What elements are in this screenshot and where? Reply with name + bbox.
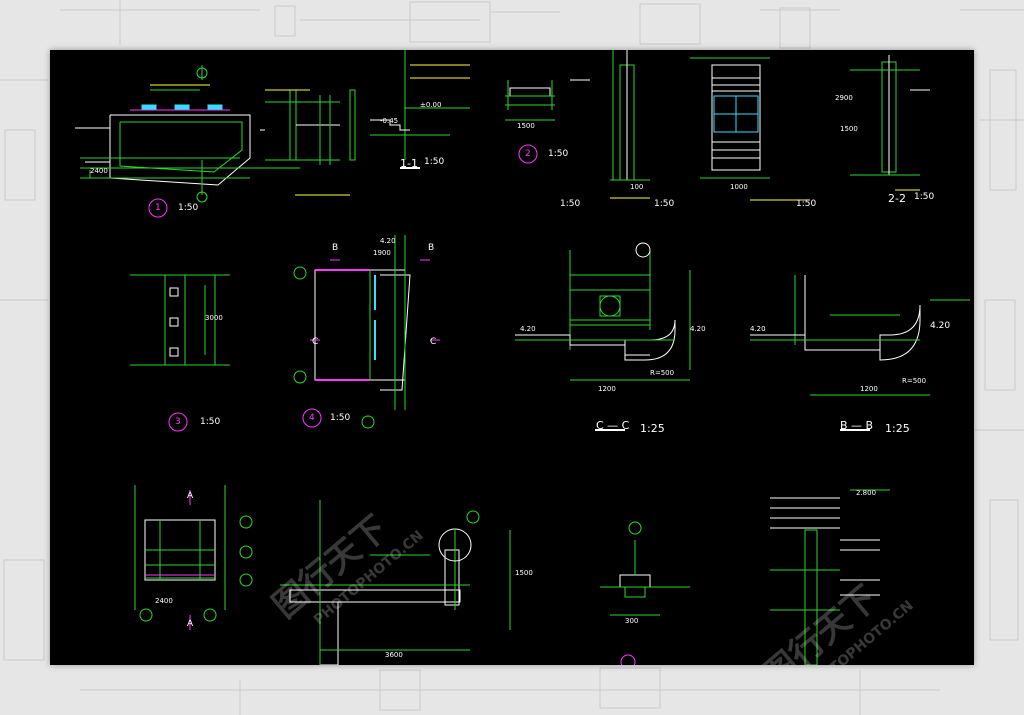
scale-label-section-1-1: 1:50 — [424, 157, 445, 167]
dim-label: 2400 — [90, 167, 108, 175]
scale-label-detail-3: 1:50 — [200, 417, 221, 427]
section-2-2 — [850, 55, 930, 191]
dim-label: 4.20 — [750, 325, 766, 333]
dim-label: R=500 — [650, 369, 675, 377]
detail-3-drawing — [130, 274, 230, 432]
callout-number-3: 3 — [175, 417, 181, 427]
scale-label-window-b: 1:50 — [654, 199, 675, 209]
dim-label: 4.20 — [380, 237, 396, 245]
dim-label: -0.45 — [380, 117, 399, 125]
callout-number-2: 2 — [525, 149, 531, 159]
dim-label: 1500 — [515, 569, 533, 577]
dim-label: 1200 — [598, 385, 616, 393]
window-elevation-b — [690, 57, 810, 201]
dim-label: 1000 — [730, 183, 748, 191]
detail-2-drawing — [505, 79, 590, 164]
section-b-b — [750, 275, 970, 431]
dim-label: 1500 — [840, 125, 858, 133]
dim-label: 4.20 — [520, 325, 536, 333]
axis-label-c-right: C — [430, 337, 437, 347]
section-title-b-b: B — B — [840, 419, 874, 432]
section-title-1-1: 1-1 — [400, 157, 418, 170]
dim-label: 100 — [630, 183, 644, 191]
detail-4-plan — [293, 235, 440, 429]
dim-label: 300 — [625, 617, 639, 625]
window-section-a — [610, 50, 650, 199]
axis-label-a-bottom: A — [187, 619, 194, 629]
scale-label-section-2-2: 1:50 — [914, 192, 935, 202]
cad-linework — [75, 50, 970, 665]
axis-label-c-left: C — [312, 337, 319, 347]
dim-label: 1200 — [860, 385, 878, 393]
dim-label: 4.20 — [690, 325, 706, 333]
axis-label-b-left: B — [332, 243, 339, 253]
detail-1-drawing — [75, 65, 251, 218]
dim-label: 3000 — [205, 314, 223, 322]
section-c-c — [515, 242, 691, 431]
scale-label-detail-1: 1:50 — [178, 203, 199, 213]
dim-label: 1900 — [373, 249, 391, 257]
scale-label-detail-2: 1:50 — [548, 149, 569, 159]
scale-label-detail-4: 1:50 — [330, 413, 351, 423]
section-1-1 — [370, 50, 470, 169]
dim-label: 2900 — [835, 94, 853, 102]
wall-section-bottom-right — [770, 489, 890, 665]
dim-label: 1500 — [517, 122, 535, 130]
dim-label: ±0.00 — [420, 101, 442, 109]
section-title-2-2: 2-2 — [888, 192, 906, 205]
dim-label: 3600 — [385, 651, 403, 659]
scale-label-section-c-c: 1:25 — [640, 422, 665, 435]
stair-section-top — [245, 89, 356, 196]
scale-label-section-b-b: 1:25 — [885, 422, 910, 435]
dim-label: 4.20 — [930, 321, 951, 331]
section-title-c-c: C — C — [596, 419, 630, 432]
axis-label-a-top: A — [187, 491, 194, 501]
dim-label: 2.800 — [856, 489, 877, 497]
canopy-section-bottom — [280, 500, 511, 665]
stair-plan-bottom-left — [134, 485, 253, 630]
curb-detail — [600, 521, 690, 665]
dim-label: R=500 — [902, 377, 927, 385]
callout-number-1: 1 — [155, 203, 161, 213]
axis-label-b-right: B — [428, 243, 435, 253]
scale-label-window-a: 1:50 — [560, 199, 581, 209]
callout-number-4: 4 — [309, 413, 315, 423]
scale-label-window-c: 1:50 — [796, 199, 817, 209]
dim-label: 2400 — [155, 597, 173, 605]
cad-drawing-sheet: 1:50 1 1-1 1:50 2 1:50 1:50 1:50 1:50 2-… — [50, 50, 974, 665]
